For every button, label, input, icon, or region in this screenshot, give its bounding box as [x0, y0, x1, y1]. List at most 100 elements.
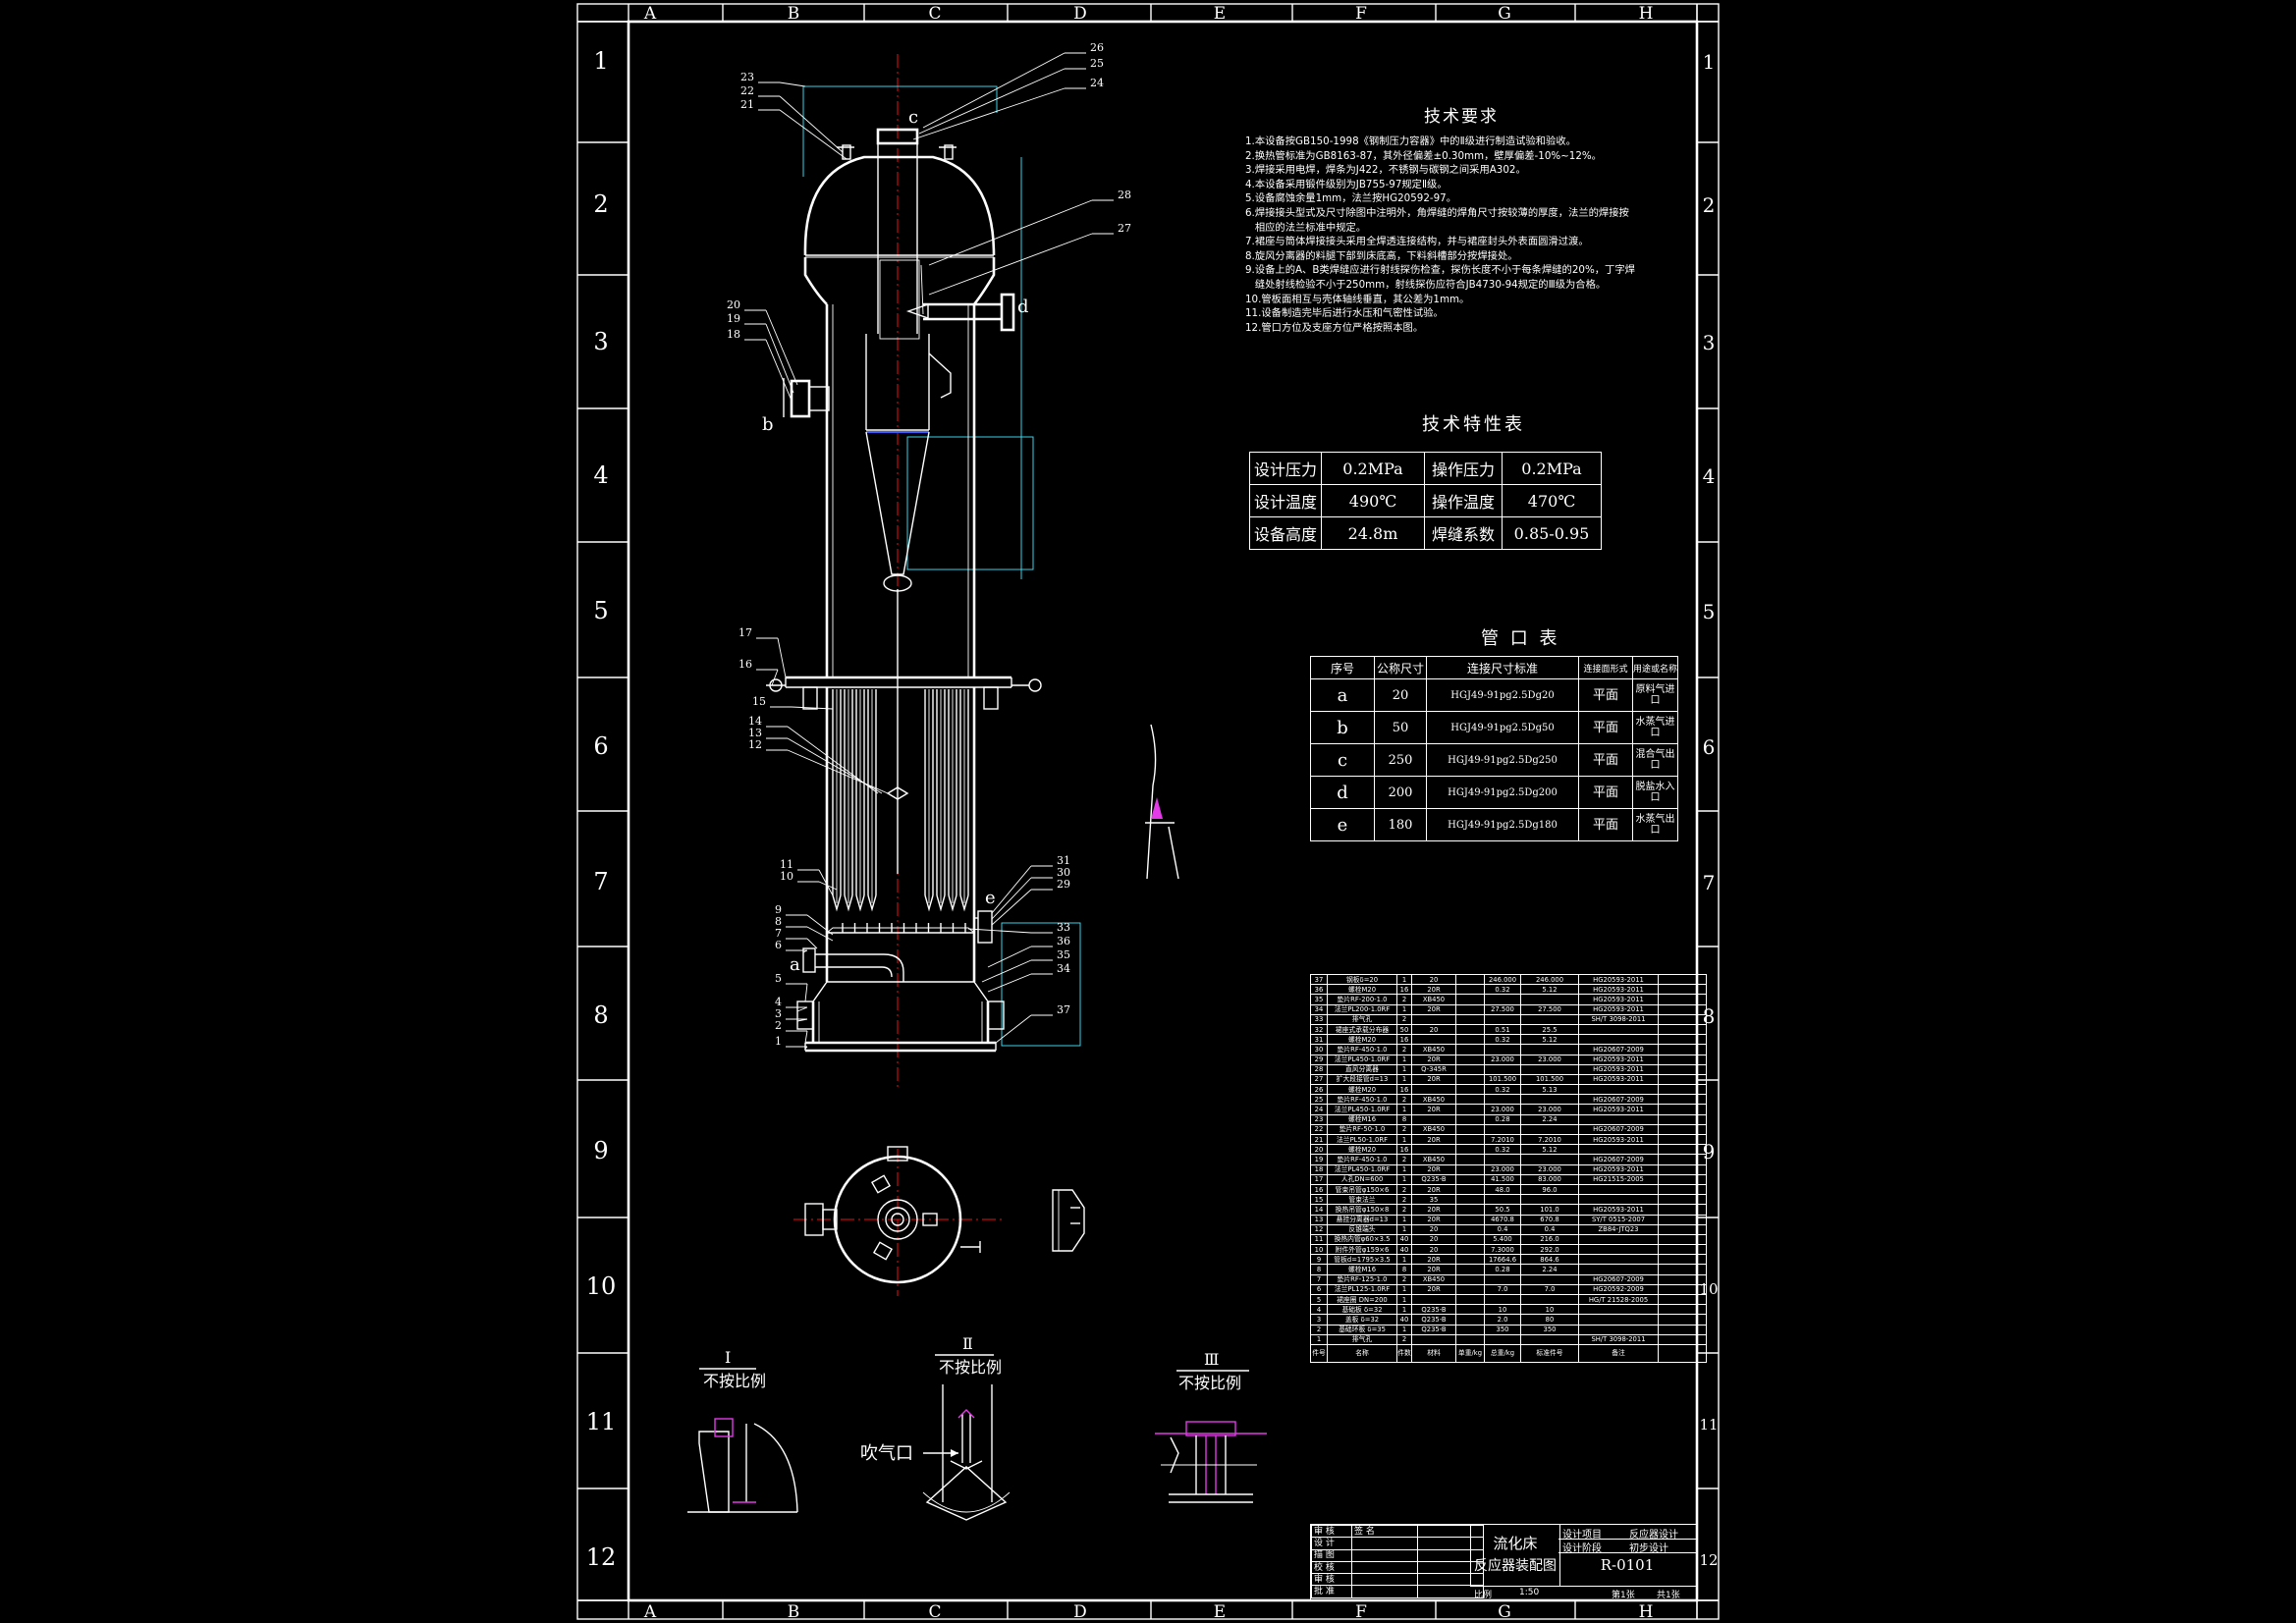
bom-cell: 螺栓M16 — [1327, 1113, 1397, 1125]
nozzle-cell: 20 — [1374, 678, 1427, 712]
bom-cell — [1455, 1173, 1485, 1185]
signature-cell — [1351, 1537, 1418, 1550]
bom-cell: HG21515-2005 — [1578, 1173, 1659, 1185]
bom-cell — [1455, 1144, 1485, 1156]
bom-cell: 1 — [1396, 1104, 1412, 1115]
bom-cell: Q235-B — [1411, 1173, 1456, 1185]
bom-cell: 3 — [1310, 1314, 1328, 1325]
bom-cell: 7.0 — [1484, 1283, 1521, 1296]
bom-cell: 1 — [1396, 1293, 1412, 1306]
bom-cell: 20R — [1411, 1264, 1456, 1275]
tech-requirement-item: 2.换热管标准为GB8163-87，其外径偏差±0.30mm，壁厚偏差-10%~… — [1245, 149, 1602, 162]
bom-cell — [1455, 1314, 1485, 1325]
signature-row: 设 计 — [1311, 1537, 1484, 1550]
bom-cell — [1455, 1084, 1485, 1096]
bom-cell: 20R — [1411, 1163, 1456, 1175]
nozzle-cell: 脱盐水入口 — [1631, 776, 1679, 809]
part-callout-25: 25 — [1090, 57, 1104, 70]
nozzle-cell: 平面 — [1578, 776, 1633, 809]
bom-cell: 20R — [1411, 1254, 1456, 1266]
drawing-number: R-0101 — [1600, 1556, 1655, 1574]
bom-cell: 螺栓M20 — [1327, 1034, 1397, 1046]
bom-cell: 0.51 — [1484, 1023, 1521, 1036]
bom-cell: 2 — [1396, 1094, 1412, 1106]
bom-cell: XB450 — [1411, 1273, 1456, 1285]
nozzle-label-d: d — [1017, 297, 1029, 317]
part-callout-17: 17 — [738, 626, 752, 639]
bom-cell: HG20593-2011 — [1578, 973, 1659, 986]
bom-cell — [1658, 1003, 1707, 1015]
spec-cell: 490℃ — [1321, 484, 1425, 517]
signature-cell: 设 计 — [1311, 1537, 1352, 1550]
bom-cell: 5.12 — [1520, 1034, 1579, 1046]
bom-cell: 1 — [1396, 1133, 1412, 1146]
bom-cell — [1455, 1324, 1485, 1335]
part-callout-20: 20 — [727, 298, 740, 311]
detail-1: Ⅰ 不按比例 — [687, 1348, 798, 1513]
bom-cell — [1484, 1094, 1521, 1106]
bom-cell: 1 — [1396, 973, 1412, 986]
bom-cell: 20R — [1411, 1283, 1456, 1296]
bom-cell — [1455, 1044, 1485, 1055]
bom-cell: 0.28 — [1484, 1113, 1521, 1125]
bom-cell: 2 — [1396, 1013, 1412, 1025]
plan-view — [793, 1146, 1085, 1296]
tech-requirement-item: 10.管板面相互与壳体轴线垂直，其公差为1mm。 — [1245, 293, 1470, 305]
bom-cell — [1455, 1054, 1485, 1065]
bom-cell: 2 — [1396, 1123, 1412, 1136]
bom-cell: 螺栓M20 — [1327, 1084, 1397, 1096]
bom-cell: 裙座圈 DN=200 — [1327, 1293, 1397, 1306]
bom-cell: HG20593-2011 — [1578, 1204, 1659, 1216]
bom-cell: 法兰PL450-1.0RF — [1327, 1163, 1397, 1175]
bom-cell: 1 — [1396, 1054, 1412, 1065]
row-label: 7 — [1703, 871, 1716, 894]
bom-cell — [1520, 1293, 1579, 1306]
bom-cell: 41.500 — [1484, 1173, 1521, 1185]
signature-row: 描 图 — [1311, 1548, 1484, 1562]
bom-cell: 法兰PL450-1.0RF — [1327, 1054, 1397, 1065]
column-label: H — [1639, 1602, 1654, 1622]
bom-cell — [1520, 1044, 1579, 1055]
bom-cell: 螺栓M16 — [1327, 1264, 1397, 1275]
vessel-elevation — [766, 54, 1081, 1090]
bom-cell — [1455, 1244, 1485, 1256]
part-callout-9: 9 — [775, 903, 782, 916]
bom-cell — [1455, 1233, 1485, 1246]
part-callout-34: 34 — [1057, 962, 1070, 975]
part-callout-30: 30 — [1057, 866, 1070, 879]
bom-cell: 20 — [1411, 973, 1456, 986]
bom-cell — [1658, 1023, 1707, 1036]
row-label: 6 — [593, 732, 608, 760]
bom-cell: 件号 — [1310, 1343, 1328, 1363]
bom-cell: 25 — [1310, 1094, 1328, 1106]
bom-cell: 9 — [1310, 1254, 1328, 1266]
bom-cell: 35 — [1411, 1194, 1456, 1206]
bom-cell: 246.000 — [1520, 973, 1579, 986]
nozzle-cell: 180 — [1374, 808, 1427, 841]
bom-cell — [1658, 1244, 1707, 1256]
bom-cell: 20R — [1411, 1204, 1456, 1216]
bom-cell — [1658, 1123, 1707, 1136]
bom-cell: 基础环板 δ=35 — [1327, 1324, 1397, 1335]
bom-cell: 10 — [1310, 1244, 1328, 1256]
bom-cell: SH/T 3098-2011 — [1578, 1013, 1659, 1025]
stage-label: 设计阶段 — [1562, 1543, 1602, 1554]
nozzle-cell: 水蒸气出口 — [1631, 808, 1679, 841]
bom-cell: 29 — [1310, 1054, 1328, 1065]
bom-cell: 标准件号 — [1520, 1343, 1579, 1363]
spec-cell: 操作温度 — [1424, 484, 1503, 517]
bom-cell — [1578, 1194, 1659, 1206]
bom-cell — [1455, 1073, 1485, 1086]
